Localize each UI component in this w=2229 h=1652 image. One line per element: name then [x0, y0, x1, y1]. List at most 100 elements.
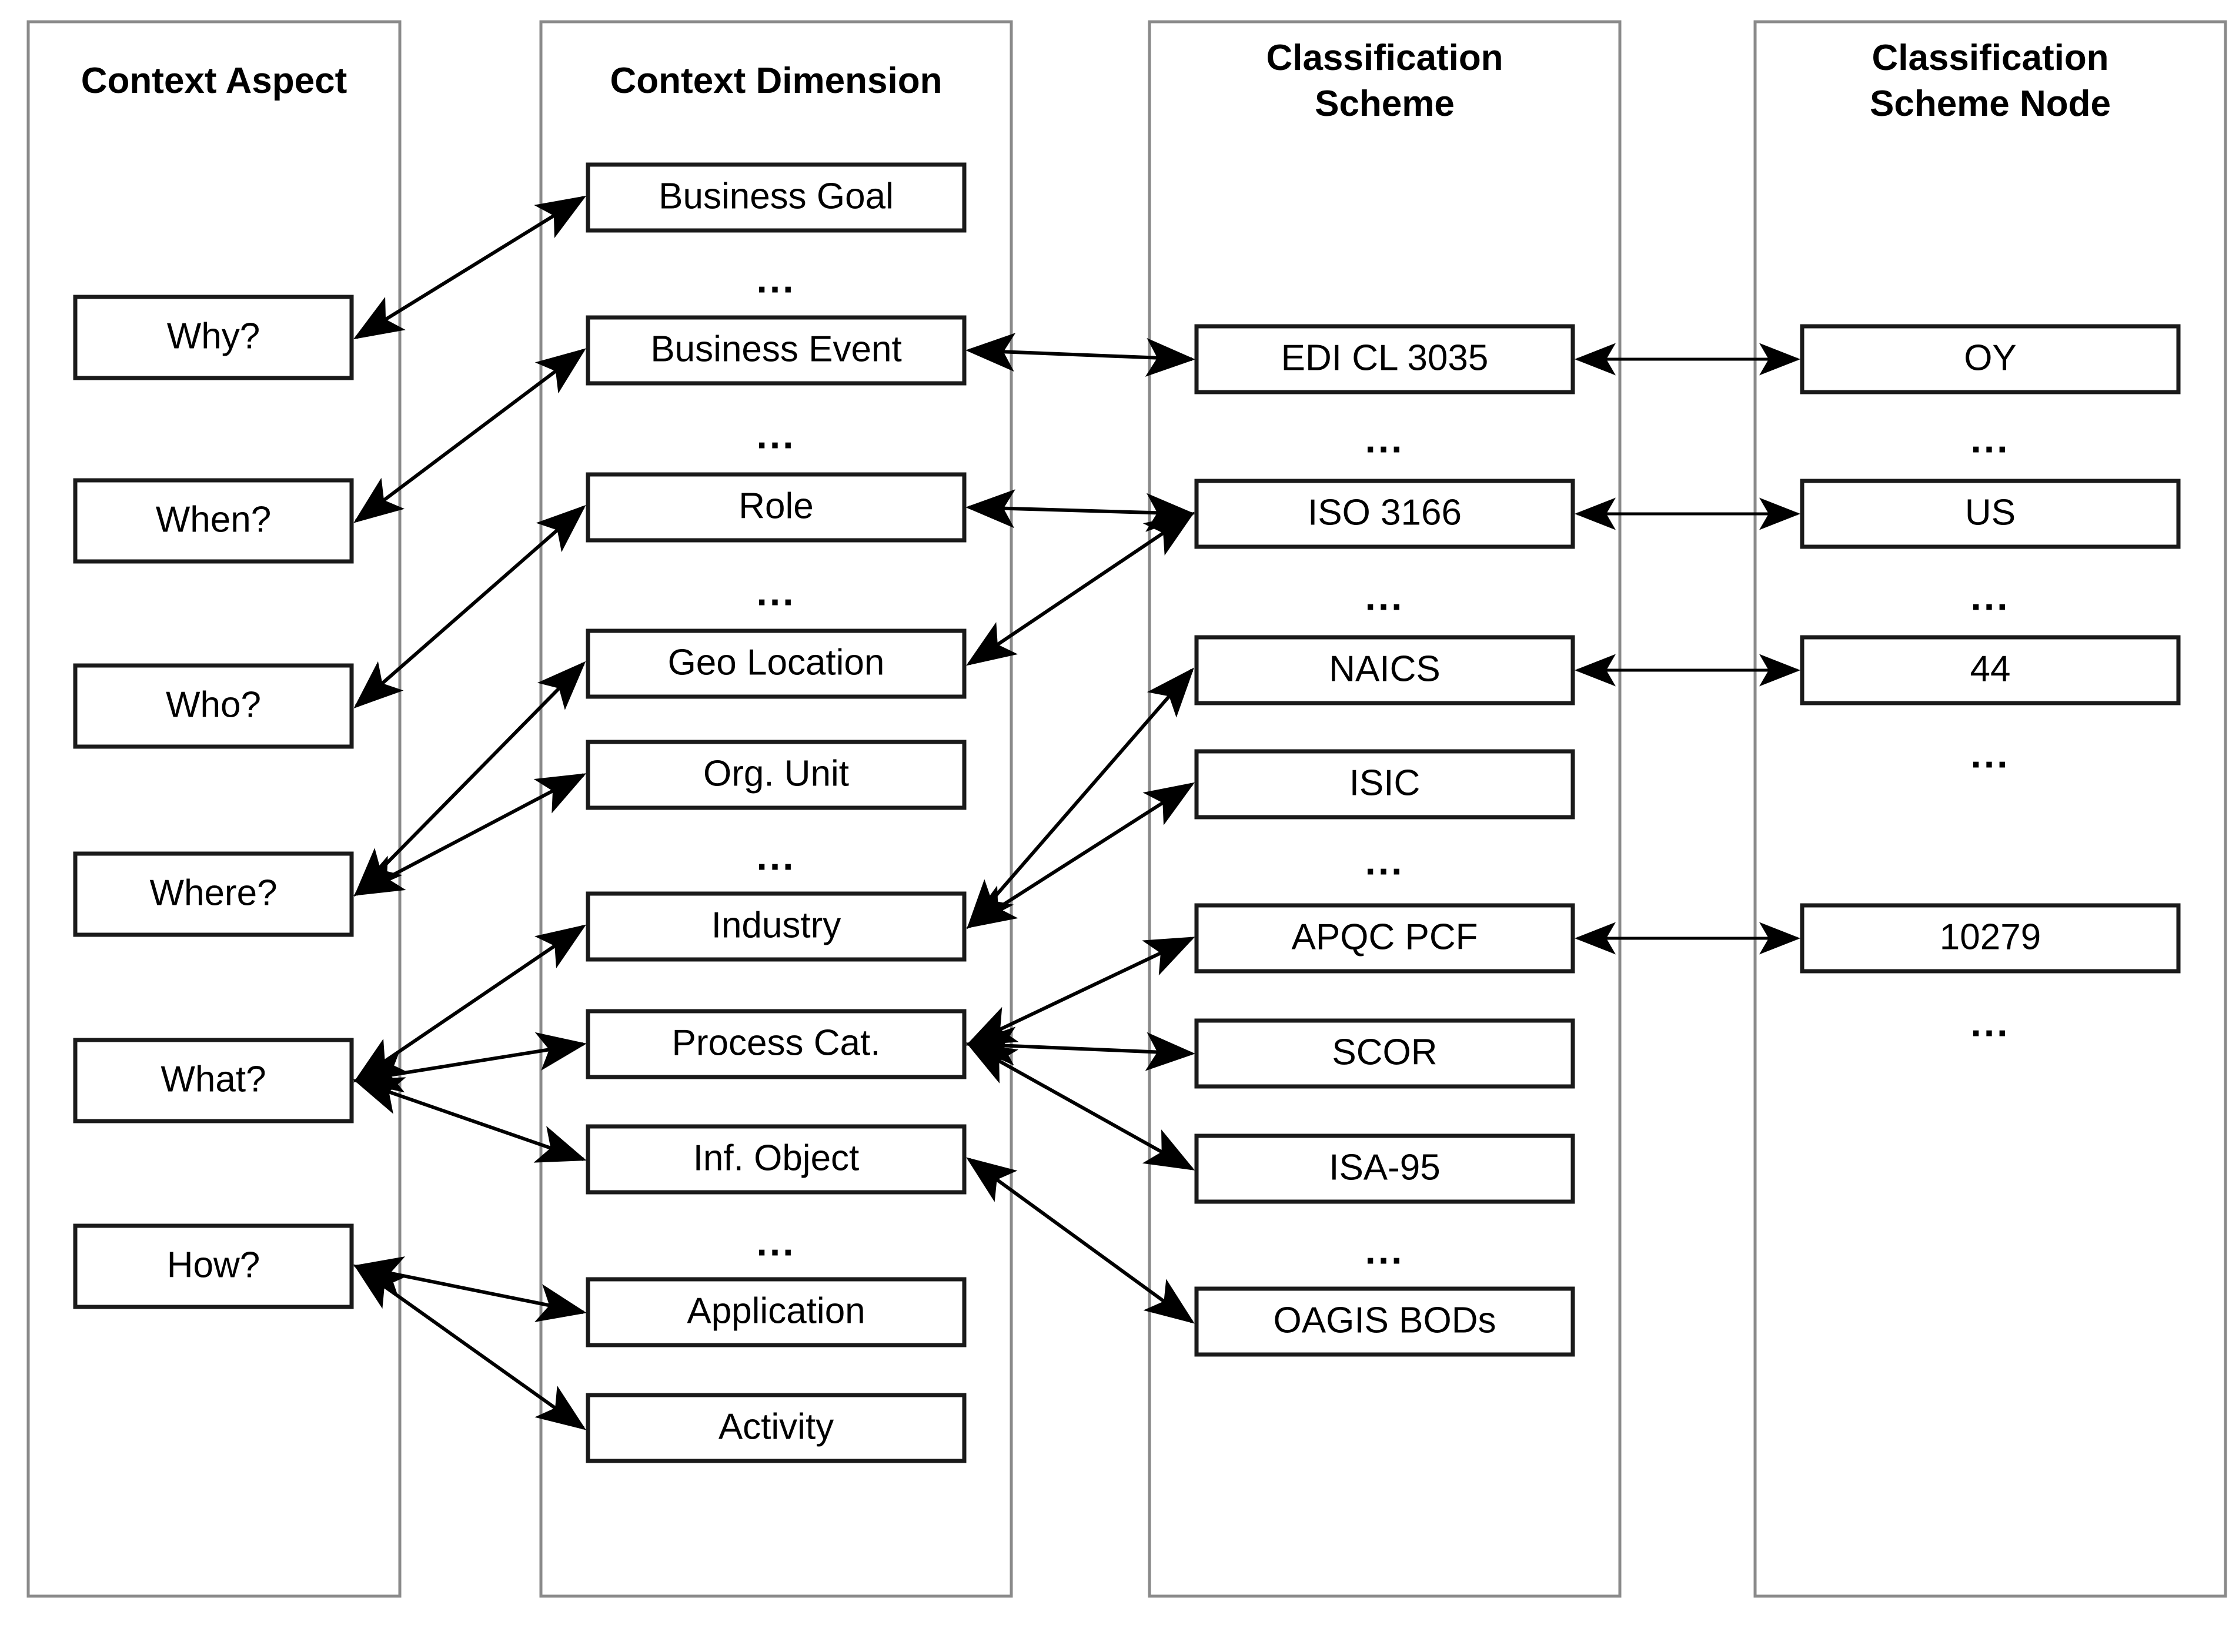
entity-box-oy[interactable]: OY — [1800, 324, 2181, 394]
entity-box-iso-3166[interactable]: ISO 3166 — [1194, 479, 1575, 549]
entity-box-rect-apqc-pcf[interactable] — [1194, 903, 1575, 974]
entity-box-activity[interactable]: Activity — [586, 1393, 967, 1463]
entity-box-label-what: What? — [161, 1059, 266, 1099]
entity-box-role[interactable]: Role — [586, 472, 967, 543]
entity-box-label-org-unit: Org. Unit — [703, 753, 849, 794]
ellipsis-classification-scheme-0: ... — [1365, 417, 1404, 460]
entity-box-label-business-event: Business Event — [650, 329, 901, 369]
entity-box-scor[interactable]: SCOR — [1194, 1018, 1575, 1089]
entity-box-rect-scor[interactable] — [1194, 1018, 1575, 1089]
entity-box-naics[interactable]: NAICS — [1194, 635, 1575, 705]
entity-box-application[interactable]: Application — [586, 1277, 967, 1347]
entity-box-rect-application[interactable] — [586, 1277, 967, 1347]
entity-box-business-goal[interactable]: Business Goal — [586, 162, 967, 233]
entity-box-rect-us[interactable] — [1800, 479, 2181, 549]
entity-box-label-isic: ISIC — [1349, 763, 1421, 803]
entity-box-label-when: When? — [156, 499, 271, 540]
entity-box-edi-cl-3035[interactable]: EDI CL 3035 — [1194, 324, 1575, 394]
entity-box-apqc-pcf[interactable]: APQC PCF — [1194, 903, 1575, 974]
connector-industry-to-isic — [965, 782, 1195, 929]
entity-box-label-edi-cl-3035: EDI CL 3035 — [1281, 337, 1489, 378]
entity-box-rect-why[interactable] — [73, 295, 354, 380]
connector-process-cat-to-isa-95 — [965, 1042, 1195, 1171]
ellipsis-context-dimension-2: ... — [756, 570, 796, 613]
entity-box-label-process-cat: Process Cat. — [672, 1022, 881, 1063]
ellipsis-classification-scheme-1: ... — [1365, 574, 1404, 618]
entity-box-rect-naics[interactable] — [1194, 635, 1575, 705]
entity-box-label-isa-95: ISA-95 — [1329, 1147, 1441, 1188]
entity-box-rect-oagis-bods[interactable] — [1194, 1286, 1575, 1357]
entity-box-oagis-bods[interactable]: OAGIS BODs — [1194, 1286, 1575, 1357]
entity-box-where[interactable]: Where? — [73, 851, 354, 937]
ellipsis-classification-scheme-node-0: ... — [1970, 417, 2010, 460]
entity-box-isa-95[interactable]: ISA-95 — [1194, 1133, 1575, 1204]
connector-what-to-process-cat — [353, 1032, 587, 1093]
ellipsis-context-dimension-1: ... — [756, 413, 796, 456]
entity-box-inf-object[interactable]: Inf. Object — [586, 1124, 967, 1195]
entity-box-rect-business-event[interactable] — [586, 315, 967, 386]
entity-box-label-inf-object: Inf. Object — [693, 1138, 860, 1178]
ellipsis-classification-scheme-3: ... — [1365, 1228, 1404, 1272]
ellipsis-classification-scheme-2: ... — [1365, 839, 1404, 882]
entity-box-rect-what[interactable] — [73, 1038, 354, 1123]
entity-box-rect-business-goal[interactable] — [586, 162, 967, 233]
entity-box-rect-iso-3166[interactable] — [1194, 479, 1575, 549]
entity-box-rect-process-cat[interactable] — [586, 1009, 967, 1079]
entity-box-what[interactable]: What? — [73, 1038, 354, 1123]
entity-box-label-activity: Activity — [719, 1406, 834, 1447]
entity-box-label-apqc-pcf: APQC PCF — [1292, 917, 1478, 957]
entity-box-industry[interactable]: Industry — [586, 891, 967, 962]
entity-box-rect-org-unit[interactable] — [586, 740, 967, 810]
entity-box-process-cat[interactable]: Process Cat. — [586, 1009, 967, 1079]
entity-box-label-geo-location: Geo Location — [668, 642, 885, 683]
entity-box-rect-edi-cl-3035[interactable] — [1194, 324, 1575, 394]
entity-box-rect-industry[interactable] — [586, 891, 967, 962]
entity-box-label-where: Where? — [149, 872, 277, 913]
entity-box-label-oagis-bods: OAGIS BODs — [1274, 1300, 1496, 1340]
entity-box-rect-when[interactable] — [73, 478, 354, 564]
ellipsis-context-dimension-3: ... — [756, 834, 796, 878]
connector-why-to-business-goal — [353, 195, 587, 340]
ellipsis-classification-scheme-node-3: ... — [1970, 1001, 2010, 1044]
entity-box-org-unit[interactable]: Org. Unit — [586, 740, 967, 810]
entity-box-isic[interactable]: ISIC — [1194, 749, 1575, 820]
entity-box-label-why: Why? — [167, 316, 260, 356]
entity-box-label-how: How? — [167, 1245, 260, 1285]
entity-box-us[interactable]: US — [1800, 479, 2181, 549]
entity-box-rect-oy[interactable] — [1800, 324, 2181, 394]
entity-box-rect-role[interactable] — [586, 472, 967, 543]
entity-box-rect-how[interactable] — [73, 1223, 354, 1309]
entity-box-44[interactable]: 44 — [1800, 635, 2181, 705]
entity-box-label-44: 44 — [1970, 648, 2011, 689]
connector-arrows — [353, 195, 1800, 1430]
entity-box-rect-isic[interactable] — [1194, 749, 1575, 820]
entity-box-label-application: Application — [687, 1290, 865, 1331]
entity-box-business-event[interactable]: Business Event — [586, 315, 967, 386]
entity-box-rect-10279[interactable] — [1800, 903, 2181, 974]
entity-box-who[interactable]: Who? — [73, 663, 354, 749]
ellipsis-context-dimension-4: ... — [756, 1220, 796, 1263]
entity-box-rect-inf-object[interactable] — [586, 1124, 967, 1195]
column-header-context-aspect: Context Aspect — [81, 61, 347, 101]
entity-box-rect-geo-location[interactable] — [586, 628, 967, 699]
connector-what-to-inf-object — [353, 1077, 587, 1163]
entity-box-rect-44[interactable] — [1800, 635, 2181, 705]
entity-box-rect-who[interactable] — [73, 663, 354, 749]
entity-box-rect-where[interactable] — [73, 851, 354, 937]
connector-where-to-org-unit — [353, 773, 587, 896]
entity-box-why[interactable]: Why? — [73, 295, 354, 380]
entity-box-label-10279: 10279 — [1940, 917, 2041, 957]
entity-box-rect-isa-95[interactable] — [1194, 1133, 1575, 1204]
column-container-classification-scheme-node — [1753, 20, 2227, 1598]
entity-box-how[interactable]: How? — [73, 1223, 354, 1309]
entity-box-rect-activity[interactable] — [586, 1393, 967, 1463]
entity-box-geo-location[interactable]: Geo Location — [586, 628, 967, 699]
ellipsis-classification-scheme-node-2: ... — [1970, 732, 2010, 775]
entity-box-when[interactable]: When? — [73, 478, 354, 564]
entity-box-10279[interactable]: 10279 — [1800, 903, 2181, 974]
